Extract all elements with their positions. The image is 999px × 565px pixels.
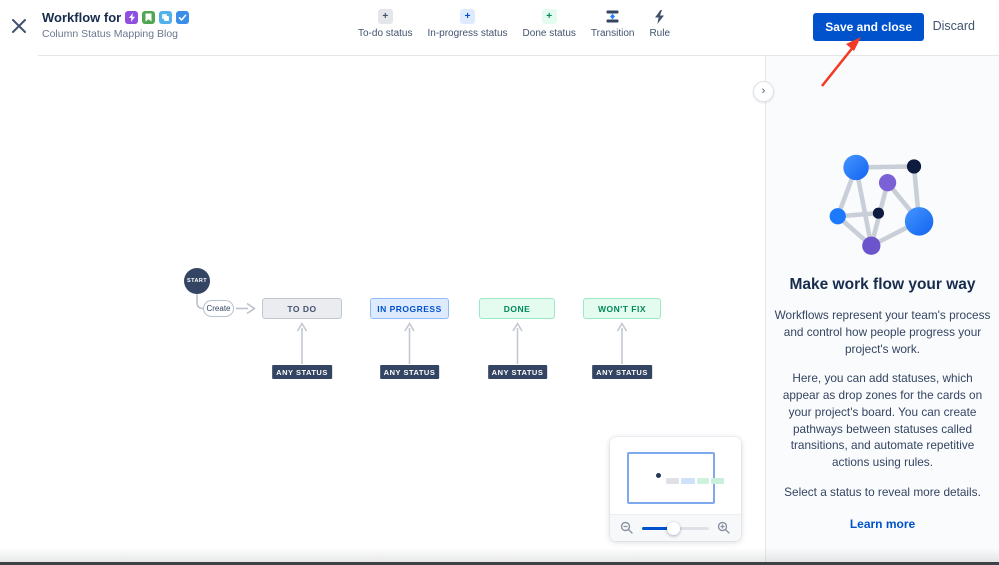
toolbar-label: To-do status [358, 28, 413, 39]
status-done[interactable]: DONE [479, 298, 555, 319]
sidebar-paragraph: Here, you can add statuses, which appear… [782, 371, 983, 469]
add-todo-status-button[interactable]: + To-do status [358, 9, 412, 39]
any-status-label[interactable]: ANY STATUS [592, 365, 652, 379]
any-status-label[interactable]: ANY STATUS [487, 365, 548, 379]
minimap-bar-wontfix [711, 478, 724, 484]
page-title: Workflow for [42, 10, 122, 25]
minimap-bar-todo [666, 478, 679, 484]
minimap-panel [610, 437, 741, 541]
status-wont-fix[interactable]: WON'T FIX [583, 298, 661, 319]
sidebar-paragraph: Workflows represent your team's process … [774, 308, 991, 356]
minimap-bar-done [697, 478, 709, 484]
zoom-controls [610, 514, 741, 541]
transition-icon [605, 9, 621, 24]
lightning-icon [652, 9, 667, 24]
header-divider [38, 55, 999, 56]
add-rule-button[interactable]: Rule [649, 9, 670, 39]
zoom-slider-thumb[interactable] [666, 521, 680, 535]
sidebar-paragraph: Select a status to reveal more details. [784, 484, 981, 499]
window-bottom-edge [0, 562, 999, 565]
learn-more-link[interactable]: Learn more [849, 516, 916, 531]
toolbar-label: In-progress status [427, 28, 508, 39]
title-block: Workflow for Column Status Mapping Blog [42, 10, 190, 40]
minimap-bar-inprogress [681, 478, 695, 484]
add-inprogress-status-button[interactable]: + In-progress status [427, 9, 508, 39]
plus-green-icon: + [541, 9, 557, 24]
epic-icon [125, 11, 139, 24]
sidebar-collapse-button[interactable]: › [753, 81, 774, 102]
start-node[interactable]: START [184, 268, 210, 294]
toolbar-label: Transition [590, 28, 635, 39]
pages-icon [159, 11, 173, 24]
network-illustration [829, 154, 933, 255]
create-transition[interactable]: Create [203, 300, 234, 317]
toolbar-label: Rule [649, 28, 671, 39]
zoom-slider[interactable] [642, 521, 709, 535]
minimap-start-dot [656, 473, 661, 478]
save-and-close-button[interactable]: Save and close [813, 13, 924, 41]
discard-button[interactable]: Discard [932, 19, 975, 33]
workflow-subtitle: Column Status Mapping Blog [42, 28, 178, 40]
any-status-label[interactable]: ANY STATUS [272, 365, 332, 379]
workflow-canvas[interactable]: START Create TO DO IN PROGRESS DONE WON'… [0, 56, 765, 565]
zoom-in-icon[interactable] [717, 521, 731, 535]
story-icon [142, 11, 156, 24]
sidebar-heading: Make work flow your way [789, 276, 976, 293]
any-status-label[interactable]: ANY STATUS [379, 365, 440, 379]
toolbar-label: Done status [522, 28, 576, 39]
status-todo[interactable]: TO DO [262, 298, 342, 319]
close-icon[interactable] [6, 14, 32, 40]
info-sidebar: Make work flow your way Workflows repres… [765, 56, 999, 565]
task-icon [176, 11, 190, 24]
plus-gray-icon: + [377, 9, 393, 24]
add-transition-button[interactable]: Transition [590, 9, 635, 39]
zoom-out-icon[interactable] [620, 521, 634, 535]
minimap-viewport[interactable] [627, 452, 724, 504]
status-inprogress[interactable]: IN PROGRESS [370, 298, 449, 319]
status-toolbar: + To-do status + In-progress status + Do… [358, 9, 670, 39]
plus-blue-icon: + [460, 9, 475, 24]
add-done-status-button[interactable]: + Done status [523, 9, 576, 39]
editor-header: Workflow for Column Status Mapping Blog … [0, 0, 999, 55]
